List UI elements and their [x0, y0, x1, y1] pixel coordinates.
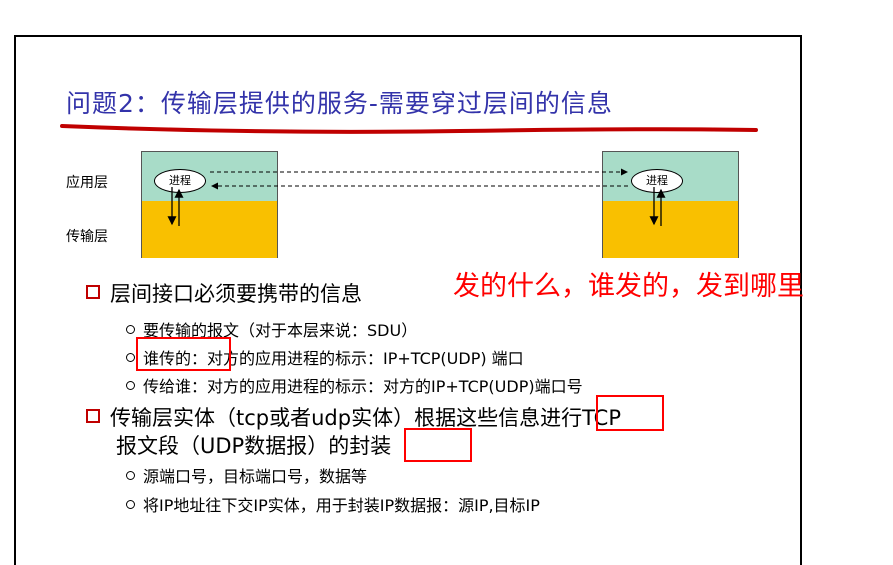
diagram-arrows	[167, 168, 666, 226]
bullet-2: 传输层实体（tcp或者udp实体）根据这些信息进行TCP	[86, 402, 621, 432]
sub-bullet-text: 将IP地址往下交IP实体，用于封装IP数据报：源IP,目标IP	[143, 496, 540, 515]
highlight-box-who-sent	[136, 337, 231, 371]
sub-bullet-text: 传给谁：对方的应用进程的标示：对方的IP+TCP(UDP)端口号	[143, 377, 583, 396]
app-layer-label: 应用层	[66, 175, 108, 191]
sub-bullet-2-2: 将IP地址往下交IP实体，用于封装IP数据报：源IP,目标IP	[126, 492, 540, 516]
square-bullet-icon	[86, 285, 100, 299]
circle-bullet-icon	[126, 325, 135, 334]
sub-bullet-2-1: 源端口号，目标端口号，数据等	[126, 463, 367, 487]
highlight-box-info	[596, 395, 664, 431]
right-protocol-stack: 进程	[602, 151, 739, 258]
sub-bullet-text: 谁传的：对方的应用进程的标示：IP+TCP(UDP) 端口	[143, 349, 524, 368]
sub-bullet-1-1: 要传输的报文（对于本层来说：SDU）	[126, 317, 417, 341]
bullet-1: 层间接口必须要携带的信息	[86, 278, 362, 308]
sub-bullet-text: 源端口号，目标端口号，数据等	[143, 467, 368, 486]
slide-frame	[14, 35, 802, 565]
right-transport-layer	[603, 201, 738, 258]
highlight-box-encapsulation	[404, 428, 472, 462]
title-underline	[60, 124, 758, 134]
bullet-1-text: 层间接口必须要携带的信息	[110, 282, 362, 306]
circle-bullet-icon	[126, 353, 135, 362]
bullet-2-line2: 报文段（UDP数据报）的封装	[116, 434, 392, 458]
slide-title: 问题2：传输层提供的服务-需要穿过层间的信息	[66, 89, 613, 118]
bullet-2-text-line1: 传输层实体（tcp或者udp实体）根据这些信息进行TCP	[110, 406, 622, 430]
left-transport-layer	[142, 201, 277, 258]
circle-bullet-icon	[126, 471, 135, 480]
sub-bullet-1-3: 传给谁：对方的应用进程的标示：对方的IP+TCP(UDP)端口号	[126, 373, 583, 397]
circle-bullet-icon	[126, 381, 135, 390]
annotation-note: 发的什么，谁发的，发到哪里	[453, 271, 804, 302]
sub-bullet-1-2: 谁传的：对方的应用进程的标示：IP+TCP(UDP) 端口	[126, 345, 524, 369]
sub-bullet-text: 要传输的报文（对于本层来说：SDU）	[143, 321, 418, 340]
transport-layer-label: 传输层	[66, 229, 108, 245]
square-bullet-icon	[86, 409, 100, 423]
circle-bullet-icon	[126, 500, 135, 509]
